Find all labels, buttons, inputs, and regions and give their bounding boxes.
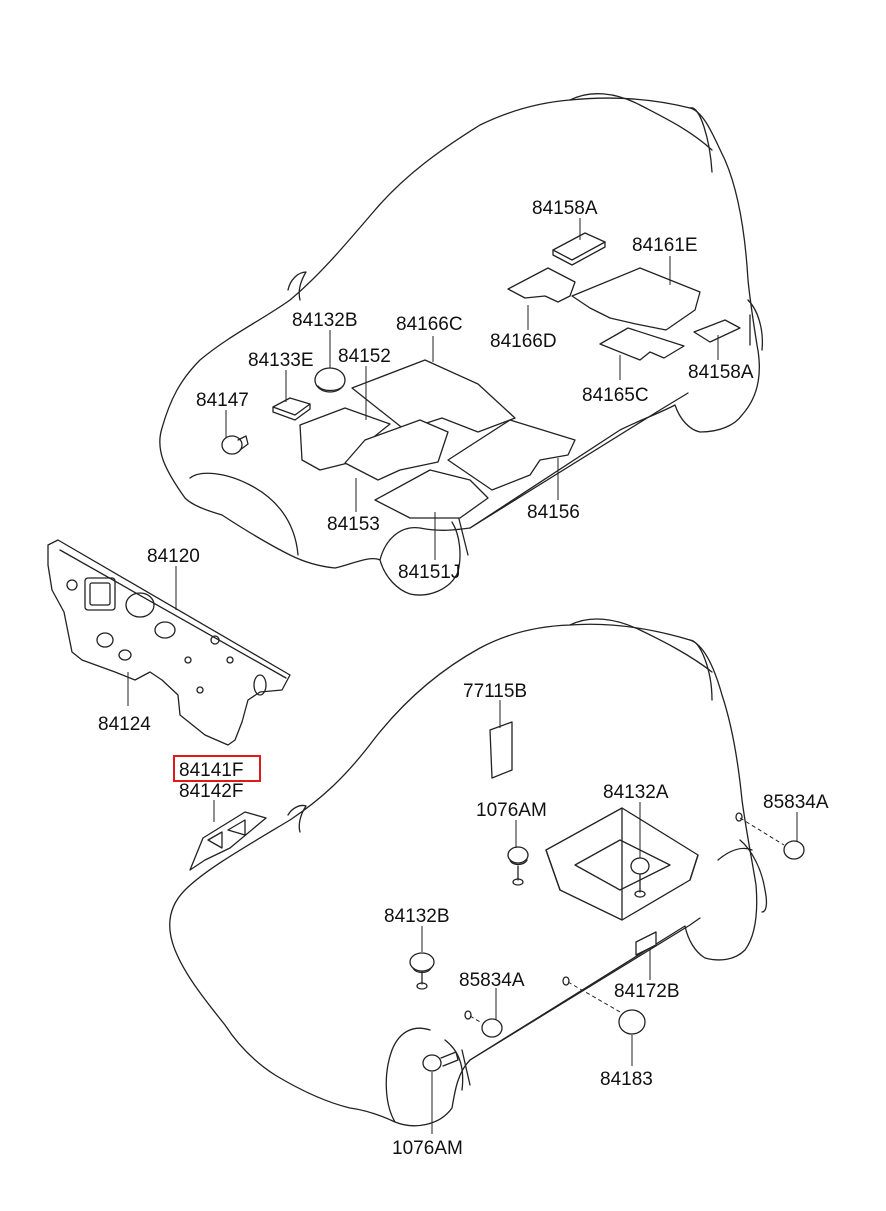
label-84132A: 84132A	[603, 782, 669, 803]
label-84165C: 84165C	[582, 385, 649, 406]
part-84141F-shape	[189, 811, 267, 871]
label-84153: 84153	[327, 514, 380, 535]
label-1076AM-bottom: 1076AM	[392, 1138, 463, 1159]
label-84183: 84183	[600, 1069, 653, 1090]
label-85834A-mid: 85834A	[459, 970, 525, 991]
leader-lines	[127, 218, 798, 1134]
label-84142F: 84142F	[179, 781, 243, 802]
top-car-parts	[221, 232, 741, 519]
label-84120: 84120	[147, 546, 200, 567]
label-84133E: 84133E	[248, 350, 314, 371]
label-84132B-top: 84132B	[292, 310, 358, 331]
label-84141F[interactable]: 84141F	[179, 760, 243, 781]
highlight-box-84141F	[173, 755, 261, 782]
label-84161E: 84161E	[632, 235, 698, 256]
dash-insulator	[47, 539, 291, 746]
part-labels: 84158A 84161E 84132B 84166C 84166D 84133…	[98, 198, 829, 1159]
label-84172B: 84172B	[614, 981, 680, 1002]
bottom-car-outline	[169, 618, 768, 1127]
bottom-car-parts	[409, 721, 805, 1072]
label-84147: 84147	[196, 390, 249, 411]
label-84132B-bottom: 84132B	[384, 906, 450, 927]
label-84158A-top: 84158A	[532, 198, 598, 219]
label-84124: 84124	[98, 714, 151, 735]
label-1076AM-top: 1076AM	[476, 800, 547, 821]
label-84166D: 84166D	[490, 331, 557, 352]
label-85834A-right: 85834A	[763, 792, 829, 813]
label-84151J: 84151J	[398, 562, 460, 583]
label-84156: 84156	[527, 502, 580, 523]
top-car-outline	[159, 93, 764, 596]
label-84166C: 84166C	[396, 314, 463, 335]
label-77115B: 77115B	[463, 681, 527, 702]
label-84152: 84152	[338, 346, 391, 367]
label-84158A-right: 84158A	[688, 362, 754, 383]
